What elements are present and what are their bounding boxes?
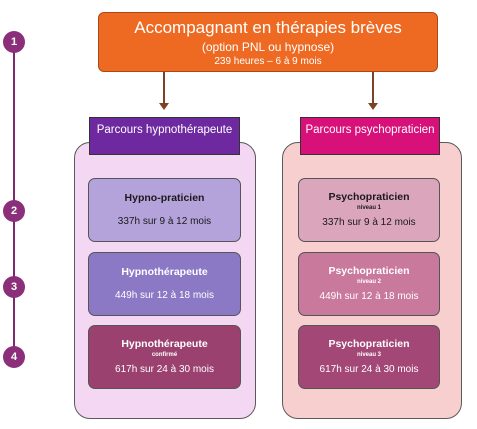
card-psychopraticien-niveau-3: Psychopraticien niveau 3 617h sur 24 à 3… bbox=[298, 325, 440, 389]
arrow-left-line bbox=[163, 72, 165, 104]
step-marker-1: 1 bbox=[3, 31, 25, 53]
arrow-left-head bbox=[159, 103, 169, 110]
card-level: niveau 2 bbox=[356, 279, 381, 285]
card-psychopraticien-niveau-1: Psychopraticien niveau 1 337h sur 9 à 12… bbox=[298, 178, 440, 242]
card-title: Psychopraticien bbox=[328, 191, 410, 203]
card-title: Psychopraticien bbox=[328, 338, 410, 350]
card-hours: 449h sur 12 à 18 mois bbox=[115, 290, 214, 301]
card-hours: 617h sur 24 à 30 mois bbox=[115, 364, 214, 375]
step-marker-4: 4 bbox=[3, 346, 25, 368]
card-level: niveau 3 bbox=[356, 352, 381, 358]
header-subtitle: (option PNL ou hypnose) bbox=[201, 40, 335, 54]
arrow-right-line bbox=[372, 72, 374, 104]
card-title: Psychopraticien bbox=[328, 265, 410, 277]
card-hypnotherapeute-confirme: Hypnothérapeute confirmé 617h sur 24 à 3… bbox=[88, 325, 241, 389]
card-level: confirmé bbox=[151, 352, 178, 358]
step-marker-3: 3 bbox=[3, 276, 25, 298]
card-hours: 337h sur 9 à 12 mois bbox=[322, 217, 416, 228]
header-box: Accompagnant en thérapies brèves (option… bbox=[98, 12, 438, 72]
card-hours: 617h sur 24 à 30 mois bbox=[319, 364, 419, 375]
card-hours: 337h sur 9 à 12 mois bbox=[117, 216, 212, 227]
card-hypno-praticien: Hypno-praticien 337h sur 9 à 12 mois bbox=[88, 178, 241, 242]
track-left-label: Parcours hypnothérapeute bbox=[89, 117, 240, 155]
card-hours: 449h sur 12 à 18 mois bbox=[319, 291, 419, 302]
header-title: Accompagnant en thérapies brèves bbox=[134, 18, 402, 37]
track-right-label: Parcours psychopraticien bbox=[300, 117, 440, 155]
step-marker-2: 2 bbox=[3, 200, 25, 222]
header-details: 239 heures – 6 à 9 mois bbox=[214, 56, 322, 67]
card-title: Hypnothérapeute bbox=[121, 266, 208, 278]
card-title: Hypnothérapeute bbox=[121, 338, 208, 350]
card-title: Hypno-praticien bbox=[124, 192, 205, 204]
card-hypnotherapeute: Hypnothérapeute 449h sur 12 à 18 mois bbox=[88, 252, 241, 316]
arrow-right-head bbox=[368, 103, 378, 110]
card-level: niveau 1 bbox=[356, 205, 381, 211]
card-psychopraticien-niveau-2: Psychopraticien niveau 2 449h sur 12 à 1… bbox=[298, 252, 440, 316]
